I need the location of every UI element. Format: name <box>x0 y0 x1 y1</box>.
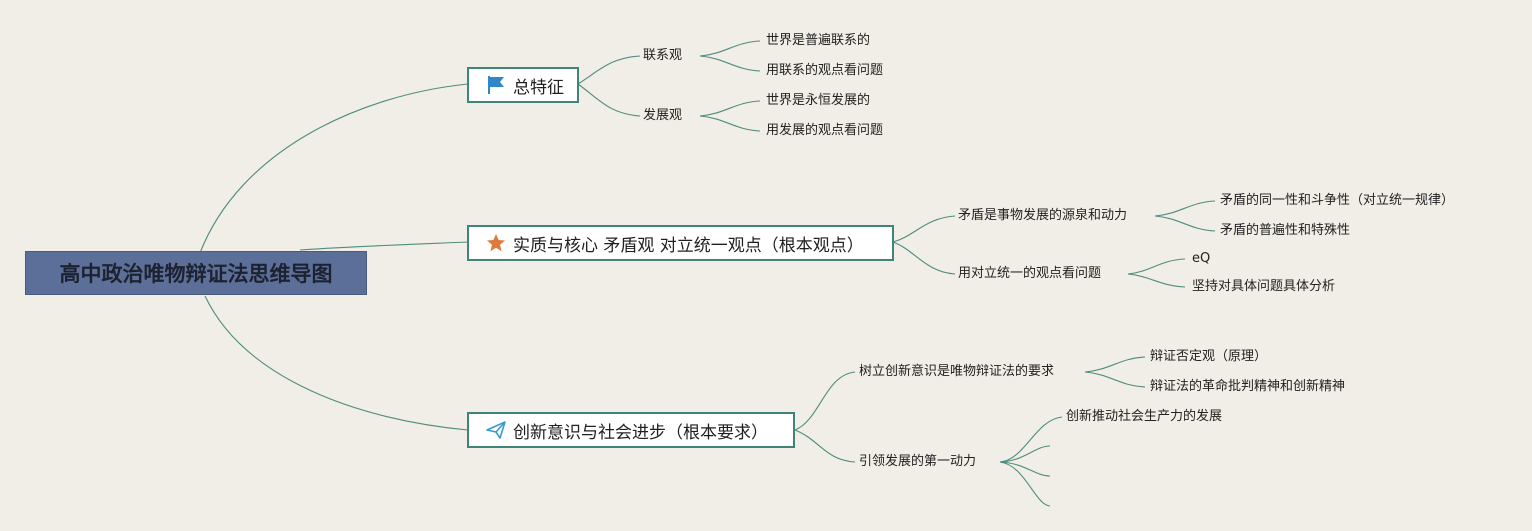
link-b1-c0-l1 <box>1154 215 1216 232</box>
star-icon <box>485 232 507 254</box>
subtopic-first-driving-force[interactable]: 引领发展的第一动力 <box>859 454 977 469</box>
link-b0-c0-l1 <box>699 55 761 72</box>
leaf-topic[interactable]: 坚持对具体问题具体分析 <box>1192 279 1336 294</box>
branch-essence-core[interactable]: 实质与核心 矛盾观 对立统一观点（根本观点） <box>467 225 894 261</box>
link-b1-c1 <box>892 241 956 275</box>
link-root-branch-2 <box>204 295 469 431</box>
leaf-topic[interactable]: 世界是普遍联系的 <box>766 33 871 48</box>
leaf-topic[interactable]: eQ <box>1192 251 1211 266</box>
leaf-topic[interactable]: 矛盾的普遍性和特殊性 <box>1220 223 1351 238</box>
subtopic-development-view[interactable]: 发展观 <box>643 108 683 123</box>
link-b0-c0-l0 <box>699 40 761 57</box>
link-b0-c1 <box>577 83 641 117</box>
link-b2-c1-l0 <box>999 416 1063 463</box>
leaf-topic[interactable]: 创新推动社会生产力的发展 <box>1066 409 1223 424</box>
link-b1-c1-l0 <box>1127 258 1186 275</box>
link-b2-c0-l0 <box>1084 356 1146 373</box>
branch-label: 创新意识与社会进步（根本要求） <box>513 422 768 443</box>
leaf-topic[interactable]: 世界是永恒发展的 <box>766 93 871 108</box>
link-b2-c1-l3 <box>999 461 1051 507</box>
link-b2-c1-l2 <box>999 461 1051 477</box>
leaf-topic[interactable]: 辩证法的革命批判精神和创新精神 <box>1150 379 1346 394</box>
link-b2-c0-l1 <box>1084 371 1146 388</box>
subtopic-unity-of-opposites[interactable]: 用对立统一的观点看问题 <box>958 266 1102 281</box>
leaf-topic[interactable]: 矛盾的同一性和斗争性（对立统一规律） <box>1220 193 1455 208</box>
branch-label: 实质与核心 矛盾观 对立统一观点（根本观点） <box>513 235 864 256</box>
root-topic[interactable]: 高中政治唯物辩证法思维导图 <box>25 251 367 295</box>
leaf-topic[interactable]: 用联系的观点看问题 <box>766 63 884 78</box>
link-b1-c0-l0 <box>1154 200 1216 217</box>
branch-innovation-progress[interactable]: 创新意识与社会进步（根本要求） <box>467 412 795 448</box>
root-topic-label: 高中政治唯物辩证法思维导图 <box>59 262 333 286</box>
link-b1-c1-l1 <box>1127 273 1186 288</box>
flag-icon <box>485 74 507 96</box>
link-b2-c0 <box>794 371 856 431</box>
leaf-topic[interactable]: 用发展的观点看问题 <box>766 123 884 138</box>
subtopic-contradiction-source[interactable]: 矛盾是事物发展的源泉和动力 <box>958 208 1128 223</box>
subtopic-innovation-requirement[interactable]: 树立创新意识是唯物辩证法的要求 <box>859 364 1055 379</box>
link-b2-c1 <box>794 429 856 463</box>
leaf-topic[interactable]: 辩证否定观（原理） <box>1150 349 1268 364</box>
paper-plane-icon <box>485 419 507 441</box>
branch-total-features[interactable]: 总特征 <box>467 67 579 103</box>
link-root-branch-1 <box>299 241 469 251</box>
link-b0-c1-l1 <box>699 115 761 132</box>
link-b2-c1-l1 <box>999 445 1051 463</box>
link-b1-c0 <box>892 215 956 243</box>
link-b0-c0 <box>577 55 641 85</box>
link-b0-c1-l0 <box>699 100 761 117</box>
link-root-branch-0 <box>199 83 469 254</box>
subtopic-connection-view[interactable]: 联系观 <box>643 48 683 63</box>
branch-label: 总特征 <box>513 77 564 98</box>
